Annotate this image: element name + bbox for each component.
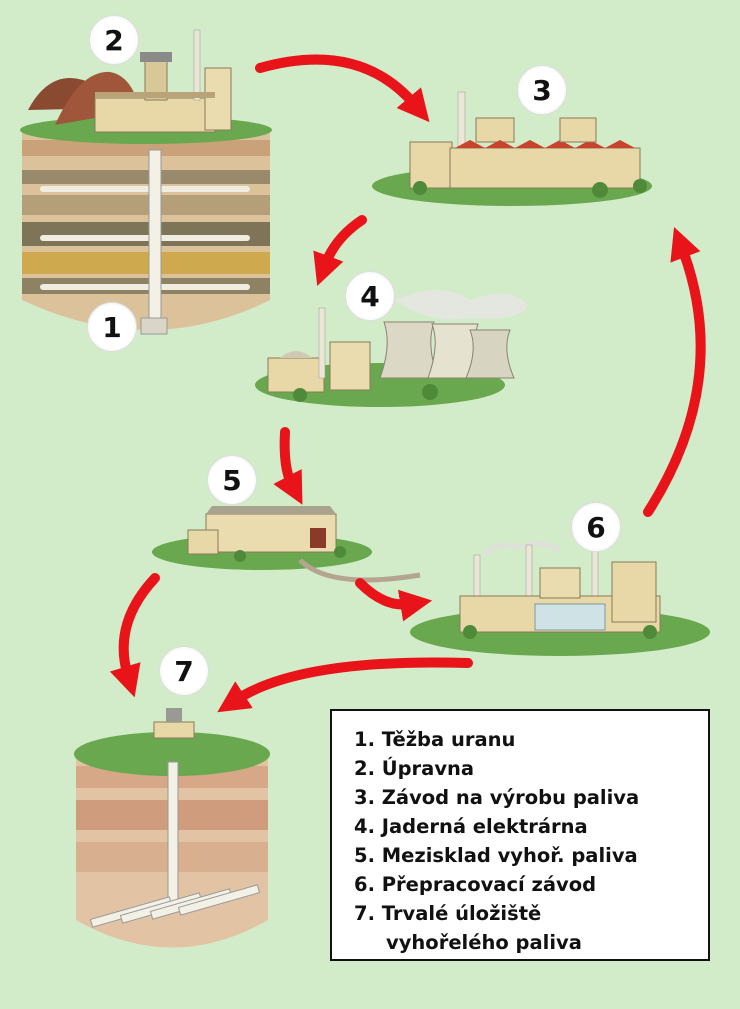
legend-item-7: 7. Trvalé úložiště (354, 902, 542, 925)
flow-arrows (109, 54, 706, 713)
fuel-plant-illustration (372, 91, 652, 206)
legend-item-4: 4. Jaderná elektrárna (354, 815, 588, 838)
step-number-4: 4 (346, 272, 394, 320)
arrow-5-to-7 (109, 573, 160, 698)
legend-item-5: 5. Mezisklad vyhoř. paliva (354, 844, 638, 867)
legend-item-3: 3. Závod na výrobu paliva (354, 786, 640, 809)
step-number-1: 1 (88, 303, 136, 351)
arrow-5-to-6 (355, 578, 433, 622)
arrow-3-to-4 (313, 215, 367, 287)
arrow-6-to-3 (643, 227, 706, 517)
arrow-4-to-5 (273, 427, 303, 505)
step-number-2: 2 (90, 16, 138, 64)
legend-item-6: 6. Přepracovací závod (354, 873, 597, 896)
reprocessing-plant-illustration (410, 541, 710, 656)
legend-item-1: 1. Těžba uranu (354, 728, 516, 751)
legend-item-2: 2. Úpravna (354, 757, 475, 780)
arrow-2-to-3 (255, 54, 430, 123)
legend-item-7-continuation: vyhořelého paliva (386, 931, 582, 954)
legend: 1. Těžba uranu 2. Úpravna 3. Závod na vý… (330, 709, 710, 961)
interim-storage-illustration (152, 506, 421, 583)
power-plant-illustration (255, 290, 528, 407)
arrow-6-to-7 (217, 657, 473, 713)
step-number-7: 7 (160, 647, 208, 695)
step-number-5: 5 (208, 456, 256, 504)
step-number-6: 6 (572, 503, 620, 551)
repository-illustration (74, 708, 270, 948)
mine-illustration (20, 29, 272, 335)
step-number-3: 3 (518, 66, 566, 114)
